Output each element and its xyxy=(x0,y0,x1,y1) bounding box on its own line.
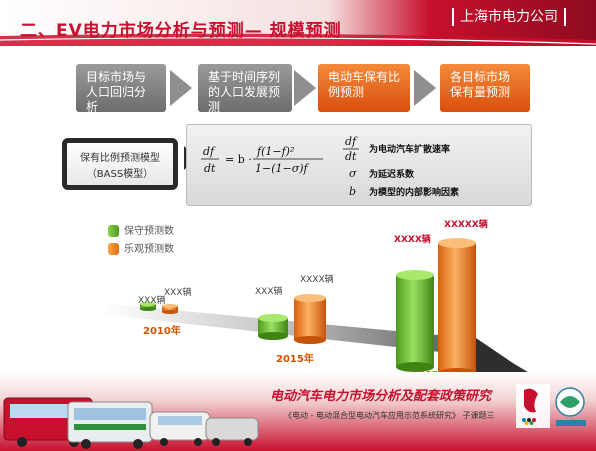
bass-model-box: 保有比例预测模型 （BASS模型） xyxy=(62,138,178,190)
def-rate: 为电动汽车扩散速率 xyxy=(369,143,450,155)
svg-text:= b ·: = b · xyxy=(225,153,252,166)
bus-fleet-image xyxy=(3,397,259,449)
year-label-2010: 2010年 xyxy=(143,326,181,337)
legend-swatch-orange xyxy=(108,243,119,255)
model-box-subtitle: （BASS模型） xyxy=(86,169,154,180)
step-market-volume: 各目标市场保有量预测 xyxy=(440,64,530,112)
step-regression-analysis: 目标市场与人口回归分析 xyxy=(76,64,166,114)
svg-text:df: df xyxy=(345,135,358,148)
flow-arrow-2 xyxy=(294,70,316,106)
footer-title: 电动汽车电力市场分析及配套政策研究 xyxy=(270,389,492,404)
timeline-arrowhead xyxy=(460,334,532,384)
header-band xyxy=(0,0,596,46)
value-2020-conservative: XXXX辆 xyxy=(394,235,431,245)
flow-arrow-1 xyxy=(170,70,192,106)
svg-text:df: df xyxy=(203,145,216,158)
step-ownership-ratio: 电动车保有比例预测 xyxy=(318,64,410,112)
svg-text:f(1−f)²: f(1−f)² xyxy=(256,145,294,158)
legend-swatch-green xyxy=(108,225,119,237)
step-timeseries-forecast: 基于时间序列的人口发展预测 xyxy=(198,64,292,114)
bar-2015-conservative xyxy=(258,314,288,340)
bar-2020-optimistic xyxy=(438,238,476,378)
value-2020-optimistic: XXXXX辆 xyxy=(444,220,488,230)
value-2015-optimistic: XXXX辆 xyxy=(300,275,334,285)
svg-text:1−(1−σ)f: 1−(1−σ)f xyxy=(255,162,310,175)
value-2010-optimistic: XXX辆 xyxy=(164,288,192,298)
page-title: 二、EV电力市场分析与预测— 规模预测 xyxy=(20,21,342,41)
formula-box: df dt = b · f(1−f)² 1−(1−σ)f df dt σ b 为… xyxy=(186,124,532,206)
bar-2020-conservative xyxy=(396,270,434,372)
svg-text:dt: dt xyxy=(204,162,216,175)
legend-optimistic: 乐观预测数 xyxy=(108,240,174,255)
legend-conservative: 保守预测数 xyxy=(108,222,174,237)
timeline-road xyxy=(100,304,528,380)
svg-text:σ: σ xyxy=(349,167,357,180)
olympic-emblem-logo xyxy=(516,384,586,428)
bar-2015-optimistic xyxy=(294,294,326,344)
year-label-2015: 2015年 xyxy=(276,354,314,365)
def-delay: 为延迟系数 xyxy=(369,168,415,180)
bass-formula: df dt = b · f(1−f)² 1−(1−σ)f df dt σ b 为… xyxy=(201,135,459,198)
svg-text:dt: dt xyxy=(345,150,357,163)
flow-arrow-3 xyxy=(414,70,436,106)
footer-subtitle: 《电动 - 电动混合型电动汽车应用示范系统研究》 子课题三 xyxy=(284,411,495,420)
company-name: 上海市电力公司 xyxy=(452,8,566,26)
value-2015-conservative: XXX辆 xyxy=(255,287,283,297)
def-internal: 为模型的内部影响因素 xyxy=(369,186,459,198)
svg-text:b: b xyxy=(349,185,356,198)
model-box-title: 保有比例预测模型 xyxy=(80,153,160,164)
bar-2010-optimistic xyxy=(162,304,178,314)
value-2010-conservative: XXX辆 xyxy=(138,296,166,306)
bar-2010-conservative xyxy=(140,302,156,311)
